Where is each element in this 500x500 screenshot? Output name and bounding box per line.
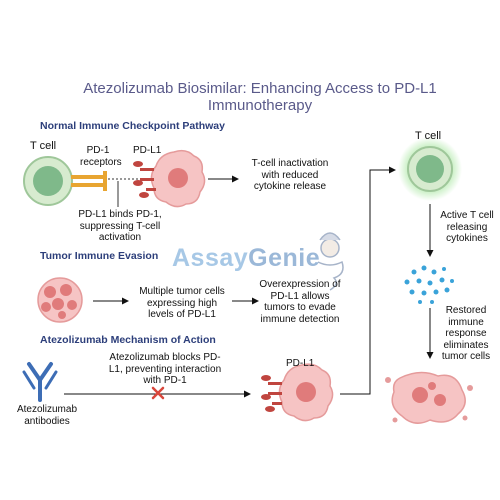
antibodies-label: Atezolizumab antibodies [12, 404, 82, 427]
tumor-cell-bottom-icon [278, 363, 334, 422]
over-line-2: PD-L1 allows [270, 290, 330, 302]
t-cell-right-label: T cell [415, 130, 442, 142]
logo-part-2: Genie [248, 244, 321, 272]
multiple-tumor-label: Multiple tumor cells expressing high lev… [130, 286, 234, 321]
over-line-3: tumors to evade [264, 302, 336, 313]
genie-logo-icon [317, 232, 344, 291]
title-line-2: Immunotherapy [207, 97, 313, 114]
blocks-line-2: L1, preventing interaction [108, 363, 222, 375]
pdl1-receptor-bottom-icon [261, 375, 282, 412]
pdl1-top-label: PD-L1 [133, 145, 162, 156]
binds-label: PD-L1 binds PD-1, suppressing T-cell act… [70, 209, 170, 244]
over-line-1: Overexpression of [259, 279, 341, 290]
active-line-1: Active T cell [440, 210, 494, 221]
inactivation-line-2: with reduced [261, 169, 319, 181]
pdl1-bottom-label: PD-L1 [286, 358, 315, 369]
binds-line-3: activation [98, 232, 142, 243]
active-line-2: releasing [446, 221, 488, 233]
pd1-receptors-label: PD-1 receptors [80, 145, 122, 168]
pdl1-receptor-top-icon [133, 161, 156, 198]
multiple-line-3: levels of PD-L1 [148, 309, 216, 320]
multiple-line-1: Multiple tumor cells [139, 286, 225, 297]
overexpression-label: Overexpression of PD-L1 allows tumors to… [250, 279, 350, 325]
antibodies-line-1: Atezolizumab [16, 404, 78, 415]
t-cell-left-icon [23, 156, 73, 206]
pd1-receptor-icon [71, 171, 107, 191]
cytokines-icon [404, 265, 454, 304]
title-line-1: Atezolizumab Biosimilar: Enhancing Acces… [83, 80, 437, 97]
binds-line-1: PD-L1 binds PD-1, [78, 209, 162, 220]
restored-line-1: Restored [445, 305, 487, 316]
assaygenie-logo: AssayGenie [172, 244, 320, 273]
tumor-cell-top-icon [150, 149, 206, 208]
inactivation-label: T-cell inactivation with reduced cytokin… [240, 158, 340, 193]
blocks-line-1: Atezolizumab blocks PD- [109, 352, 221, 363]
eliminated-tumor-icon [385, 371, 473, 424]
restored-line-3: response [445, 328, 487, 339]
multiple-line-2: expressing high [146, 297, 218, 309]
inactivation-line-1: T-cell inactivation [251, 158, 329, 169]
pd1-label-line-1: PD-1 [86, 145, 110, 156]
block-x-icon [151, 386, 165, 400]
antibody-icon [22, 362, 58, 402]
t-cell-right-icon [398, 137, 462, 201]
active-tcell-label: Active T cell releasing cytokines [432, 210, 500, 245]
blocks-label: Atezolizumab blocks PD- L1, preventing i… [100, 352, 230, 387]
binds-line-2: suppressing T-cell [79, 220, 161, 232]
arrow-to-active-tcell [340, 166, 396, 395]
pd1-label-line-2: receptors [80, 156, 122, 168]
active-line-3: cytokines [446, 233, 488, 244]
restored-label: Restored immune response eliminates tumo… [434, 305, 498, 363]
over-line-4: immune detection [260, 313, 340, 325]
t-cell-left-label: T cell [30, 140, 57, 152]
restored-line-5: tumor cells [441, 351, 491, 362]
logo-part-1: Assay [172, 244, 249, 272]
blocks-line-3: with PD-1 [143, 375, 187, 386]
restored-line-4: eliminates [443, 339, 489, 351]
inactivation-line-3: cytokine release [253, 181, 327, 192]
restored-line-2: immune [448, 316, 484, 328]
section-normal-pathway: Normal Immune Checkpoint Pathway [40, 120, 225, 132]
page-title: Atezolizumab Biosimilar: Enhancing Acces… [60, 80, 460, 114]
section-mechanism: Atezolizumab Mechanism of Action [40, 334, 216, 346]
tumor-cluster-icon [37, 277, 83, 323]
antibodies-line-2: antibodies [24, 415, 70, 427]
section-tumor-evasion: Tumor Immune Evasion [40, 250, 159, 262]
